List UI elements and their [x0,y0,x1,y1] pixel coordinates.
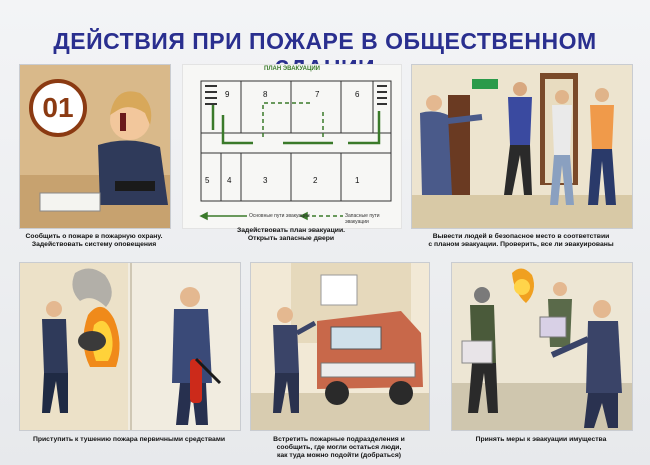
panel-meet-firefighters [250,262,430,431]
panel-report-fire: 01 [19,64,171,229]
illustration-carrying-property [452,263,632,430]
caption-meet-firefighters: Встретить пожарные подразделения и сообщ… [250,436,428,461]
illustration-fire-truck [251,263,429,430]
room-label: 6 [355,90,360,99]
caption-report-fire: Сообщить о пожаре в пожарную охрану. Зад… [19,233,169,249]
caption-line: Вывести людей в безопасное место в соотв… [432,233,610,240]
caption-line: Задействовать систему оповещения [31,241,157,249]
legend-spare-routes: Запасные пути эвакуации [345,213,380,225]
room-label: 7 [315,90,320,99]
legend-main-routes: Основные пути эвакуации [249,213,310,219]
plan-title: ПЛАН ЭВАКУАЦИИ [264,66,320,72]
caption-line: сообщить, где могли остаться люди, [276,444,402,452]
caption-line: Встретить пожарные подразделения и [273,436,405,443]
room-label: 2 [313,176,318,185]
room-label: 3 [263,176,268,185]
caption-line: Задействовать план эвакуации. [236,227,346,234]
room-label: 4 [227,176,232,185]
caption-line: Открыть запасные двери [247,235,335,243]
panel-extinguish-fire [19,262,241,431]
caption-evacuate-property: Принять меры к эвакуации имущества [451,436,631,444]
call-number-badge: 01 [29,79,87,137]
caption-evacuate-people: Вывести людей в безопасное место в соотв… [411,233,631,249]
caption-evacuation-plan: Задействовать план эвакуации. Открыть за… [182,227,400,243]
illustration-extinguishing [20,263,240,430]
room-label: 1 [355,176,360,185]
caption-line: Принять меры к эвакуации имущества [475,436,607,443]
room-label: 9 [225,90,230,99]
caption-line: с планом эвакуации. Проверить, все ли эв… [428,241,614,249]
caption-line: Приступить к тушению пожара первичными с… [32,436,226,443]
evacuation-floor-plan: 9 8 7 6 5 4 3 2 1 [199,80,392,221]
illustration-evacuating-people [412,65,632,228]
room-label: 5 [205,176,210,185]
panel-evacuate-people [411,64,633,229]
caption-line: как туда можно подойти (добраться) [276,452,402,460]
caption-line: Сообщить о пожаре в пожарную охрану. [25,233,163,240]
caption-extinguish-fire: Приступить к тушению пожара первичными с… [19,436,239,444]
room-label: 8 [263,90,268,99]
panel-evacuate-property [451,262,633,431]
panel-evacuation-plan: ПЛАН ЭВАКУАЦИИ [182,64,402,229]
